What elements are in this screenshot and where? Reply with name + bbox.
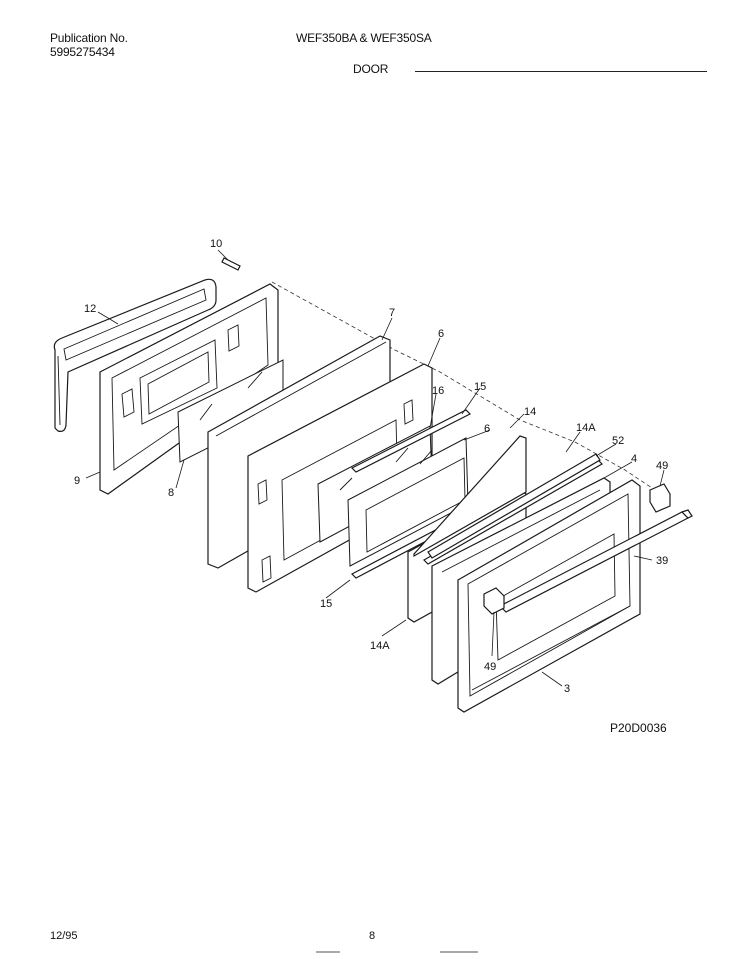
door-trim bbox=[427, 453, 601, 559]
callout-9: 9 bbox=[74, 475, 80, 487]
callout-12: 12 bbox=[84, 303, 96, 315]
callout-39: 39 bbox=[656, 555, 668, 567]
door-gasket bbox=[53, 278, 217, 432]
footer-date: 12/95 bbox=[50, 930, 78, 942]
alignment-line bbox=[271, 281, 656, 491]
header-rule bbox=[415, 71, 707, 72]
callout-4: 4 bbox=[631, 453, 637, 465]
screw bbox=[221, 257, 241, 271]
callout-8: 8 bbox=[168, 487, 174, 499]
callout-6-lower: 6 bbox=[484, 423, 490, 435]
section-title: DOOR bbox=[353, 62, 389, 76]
glass-retainer-top bbox=[350, 409, 472, 473]
handle-end-cap-left bbox=[483, 587, 505, 615]
callout-49-lower: 49 bbox=[484, 661, 496, 673]
page-number: 8 bbox=[369, 930, 376, 942]
callout-16: 16 bbox=[432, 385, 444, 397]
callout-6-upper: 6 bbox=[438, 328, 444, 340]
door-handle bbox=[498, 509, 693, 613]
leader-lines bbox=[85, 249, 665, 687]
callout-14: 14 bbox=[524, 406, 536, 418]
callout-49-upper: 49 bbox=[656, 460, 668, 472]
callout-52: 52 bbox=[612, 435, 624, 447]
handle-end-cap-right bbox=[649, 483, 671, 513]
callout-3: 3 bbox=[564, 683, 570, 695]
publication-label: Publication No. bbox=[50, 31, 128, 45]
callout-14a-upper: 14A bbox=[576, 422, 596, 434]
callout-7: 7 bbox=[389, 307, 395, 319]
outer-door bbox=[457, 479, 641, 713]
model-numbers: WEF350BA & WEF350SA bbox=[296, 31, 432, 45]
callout-15-lower: 15 bbox=[320, 598, 332, 610]
callout-15-upper: 15 bbox=[474, 381, 486, 393]
publication-number: 5995275434 bbox=[50, 45, 115, 59]
figure-id: P20D0036 bbox=[610, 721, 667, 735]
callout-10: 10 bbox=[210, 238, 222, 250]
callout-14a-lower: 14A bbox=[370, 640, 390, 652]
